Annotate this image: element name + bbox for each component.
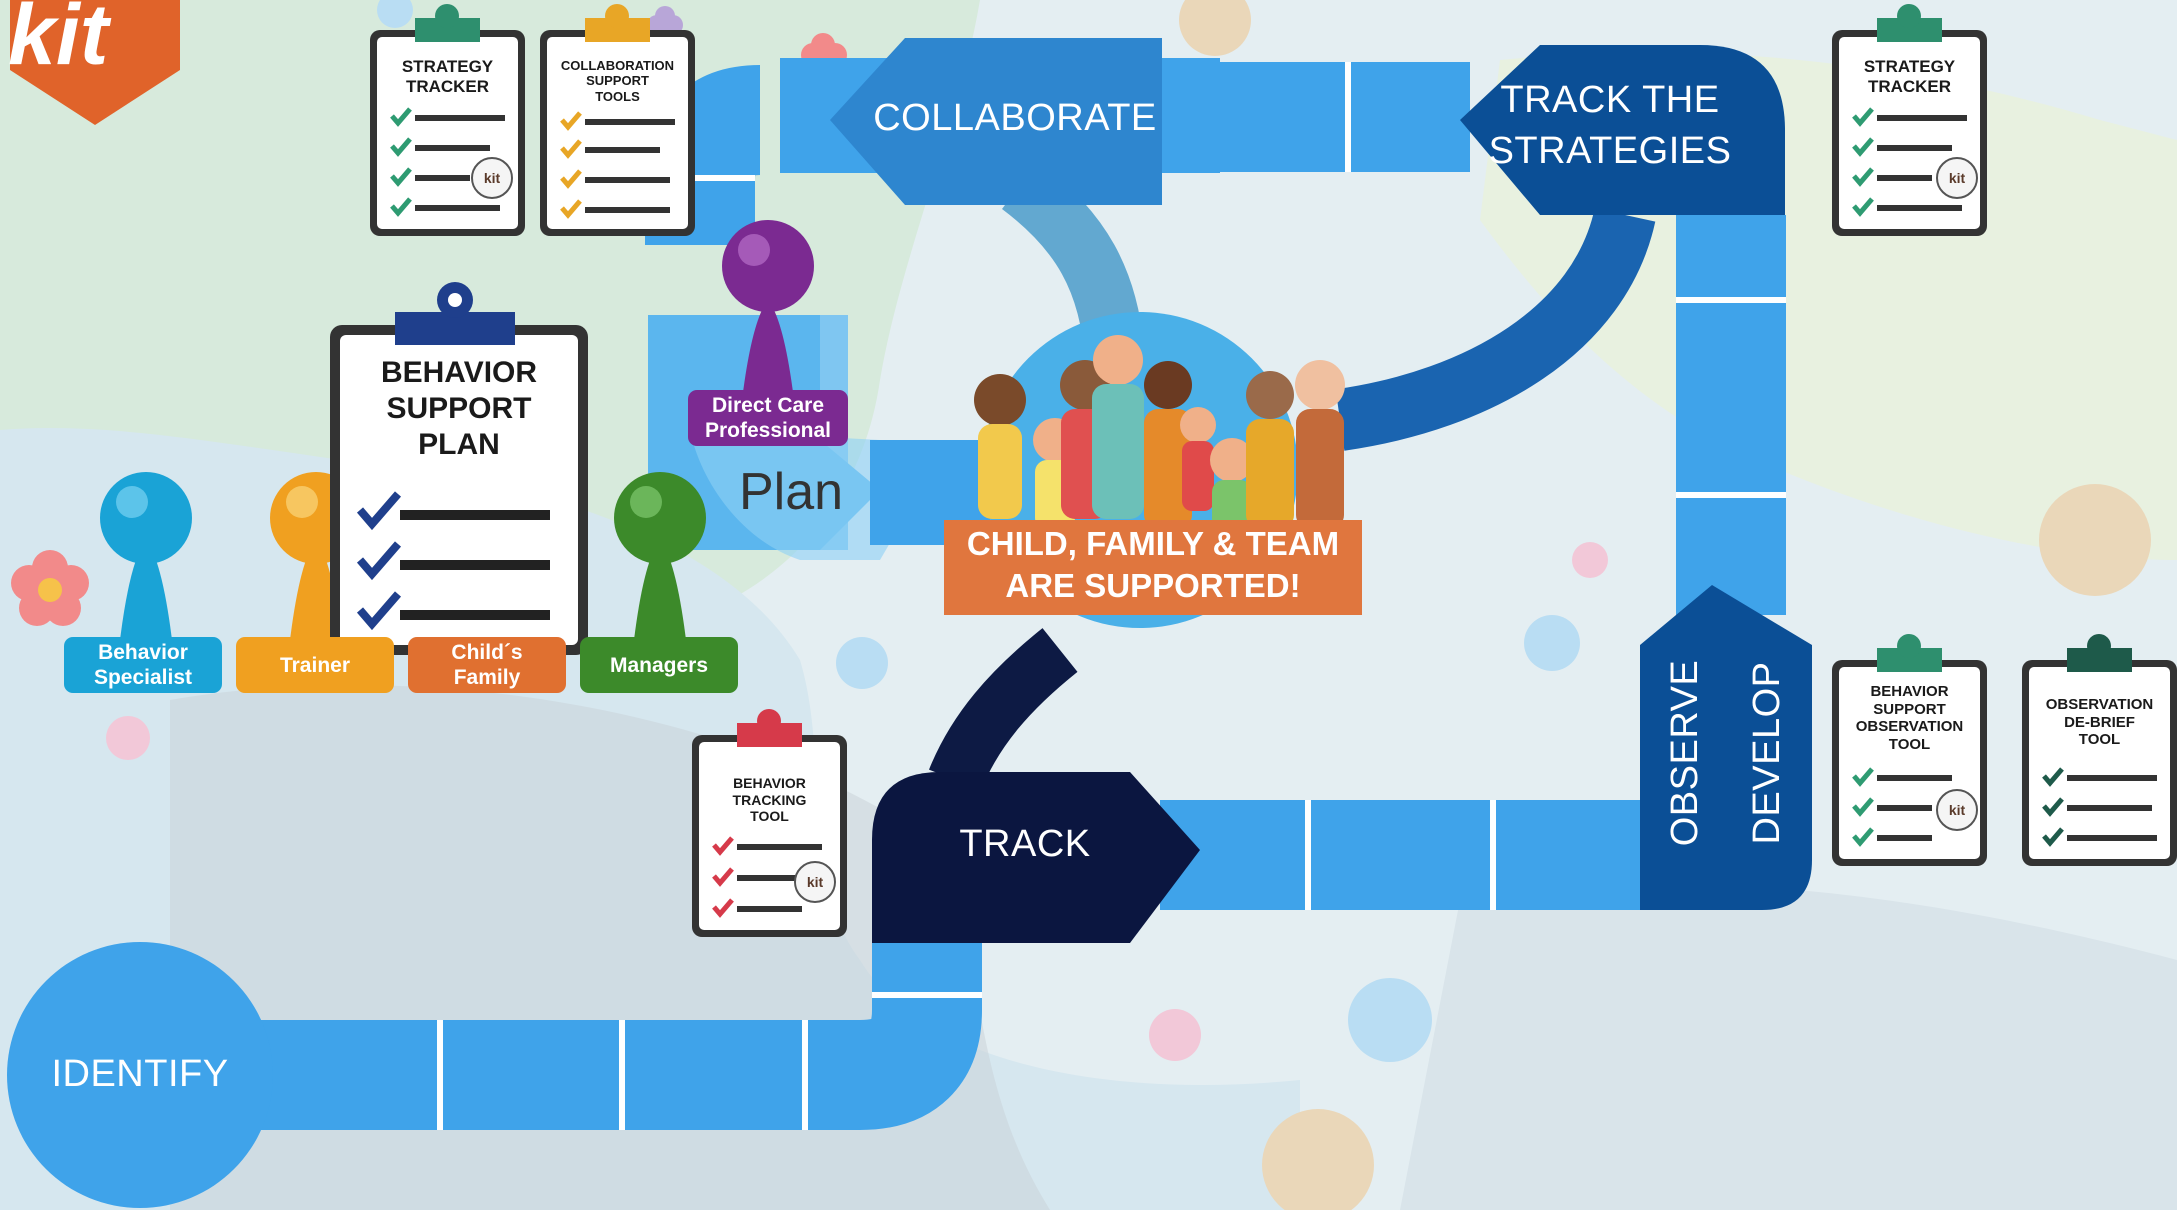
deco-dot — [1572, 542, 1608, 578]
path-segment-top — [1350, 62, 1470, 172]
clipboard-title-line: STRATEGY — [1863, 57, 1956, 76]
pawn-managers — [614, 472, 706, 640]
path-segment-bottom — [1160, 800, 1640, 910]
clipboard-title-line: BEHAVIOR — [733, 775, 806, 791]
pawn-tag-line: Direct Care — [711, 394, 825, 417]
clipboard-title-behavior-support-plan: BEHAVIOR SUPPORT PLAN — [340, 355, 578, 463]
stage-develop: DEVELOP — [1746, 661, 1788, 845]
clipboard-title-line: STRATEGY — [401, 57, 494, 76]
deco-dot — [2039, 484, 2151, 596]
clipboard-title-line: TRACKER — [1867, 77, 1952, 97]
supported-banner — [944, 520, 1362, 615]
clipboard-title-behavior-tracking-tool: BEHAVIOR TRACKING TOOL — [699, 775, 840, 825]
stage-observe: OBSERVE — [1664, 659, 1706, 847]
clipboard-title-observation-debrief: OBSERVATION DE-BRIEF TOOL — [2029, 696, 2170, 749]
identify-circle — [7, 942, 273, 1208]
grey-blob-right — [1400, 883, 2177, 1210]
clipboard-title-line: SUPPORT — [586, 73, 649, 89]
clipboard-title-line: PLAN — [418, 428, 500, 461]
pawn-tag-line: Trainer — [279, 653, 351, 677]
deco-dot — [1179, 0, 1251, 56]
deco-dot — [1149, 1009, 1201, 1061]
deco-dot — [106, 716, 150, 760]
pawn-tag-managers: Managers — [580, 637, 738, 693]
clipboard-title-line: TOOL — [1888, 736, 1931, 754]
observe-develop-tile — [1640, 585, 1812, 910]
deco-dot — [836, 637, 888, 689]
clipboard-title-collaboration-tools: COLLABORATION SUPPORT TOOLS — [547, 58, 688, 104]
pawn-tag-line: Child´s — [451, 641, 523, 664]
track-strategies-arrow — [1460, 45, 1785, 215]
clipboard-title-strategy-tracker-right: STRATEGY TRACKER — [1839, 57, 1980, 97]
clipboard-collaboration-tools — [540, 4, 695, 236]
path-segment-bottom-left — [230, 998, 982, 1130]
kit-logo-shield — [10, 0, 180, 125]
pawn-behavior-specialist — [100, 472, 192, 640]
pawn-tag-line: Specialist — [93, 666, 193, 689]
clipboard-title-line: COLLABORATION — [560, 58, 675, 73]
clipboard-title-line: BEHAVIOR — [1870, 683, 1949, 700]
stage-track-strategies-line1: TRACK THE — [1500, 79, 1720, 121]
pawn-tag-line: Managers — [609, 653, 709, 677]
clipboard-strategy-tracker-left — [370, 4, 525, 236]
pawn-tag-line: Family — [453, 666, 521, 689]
clipboard-strategy-tracker-right — [1832, 4, 1987, 236]
clipboard-title-line: TRACKING — [732, 791, 807, 808]
deco-dot — [1262, 1109, 1374, 1210]
deco-dot — [1524, 615, 1580, 671]
pawn-tag-behavior-specialist: Behavior Specialist — [64, 637, 222, 693]
pawn-tag-trainer: Trainer — [236, 637, 394, 693]
clipboard-title-line: SUPPORT — [1873, 700, 1946, 718]
clipboard-title-behavior-support-observation: BEHAVIOR SUPPORT OBSERVATION TOOL — [1839, 683, 1980, 754]
kit-badge: kit — [483, 170, 501, 186]
kit-logo: kit — [8, 0, 109, 83]
clipboard-title-line: BEHAVIOR — [380, 356, 538, 389]
clipboard-title-line: OBSERVATION — [2045, 696, 2154, 713]
clipboard-title-line: DE-BRIEF — [2064, 713, 2135, 731]
clipboard-title-line: TOOL — [2078, 731, 2121, 749]
stage-plan: Plan — [738, 463, 844, 521]
deco-dot — [1348, 978, 1432, 1062]
kit-badge: kit — [1948, 802, 1966, 818]
path-segment-right — [1676, 215, 1786, 615]
clipboard-title-strategy-tracker-left: STRATEGY TRACKER — [377, 57, 518, 97]
deco-dot — [377, 0, 413, 28]
clipboard-title-line: TOOL — [750, 808, 789, 825]
clipboard-behavior-support-plan — [330, 282, 588, 655]
pawn-direct-care-professional — [722, 220, 814, 400]
path-segment-vertical — [872, 943, 982, 998]
pawn-tag-line: Behavior — [98, 641, 188, 664]
kit-badge: kit — [1948, 170, 1966, 186]
collaborate-arrow — [830, 38, 1162, 205]
path-connector-strategies — [1335, 207, 1656, 451]
stage-identify: IDENTIFY — [51, 1053, 229, 1095]
kit-badge: kit — [806, 874, 824, 890]
pawn-tag-direct-care-professional: Direct Care Professional — [688, 390, 848, 446]
pawn-tag-line: Professional — [704, 419, 832, 442]
clipboard-title-line: TOOLS — [595, 88, 640, 104]
pawn-tag-childs-family: Child´s Family — [408, 637, 566, 693]
supported-line1: CHILD, FAMILY & TEAM — [966, 525, 1340, 562]
supported-line2: ARE SUPPORTED! — [1005, 567, 1301, 604]
clipboard-title-line: OBSERVATION — [1855, 718, 1964, 736]
clipboard-title-line: TRACKER — [405, 77, 490, 97]
clipboard-title-line: SUPPORT — [386, 392, 532, 425]
stage-track-strategies-line2: STRATEGIES — [1488, 130, 1732, 172]
stage-collaborate: COLLABORATE — [873, 97, 1157, 139]
lightbulb-icon — [471, 157, 1978, 903]
path-connector-track — [929, 628, 1078, 791]
track-arrow — [872, 772, 1200, 943]
path-segment-top — [1150, 62, 1350, 172]
flower-decoration — [11, 550, 89, 626]
clipboard-observation-debrief — [2022, 634, 2177, 866]
stage-track: TRACK — [959, 823, 1091, 865]
